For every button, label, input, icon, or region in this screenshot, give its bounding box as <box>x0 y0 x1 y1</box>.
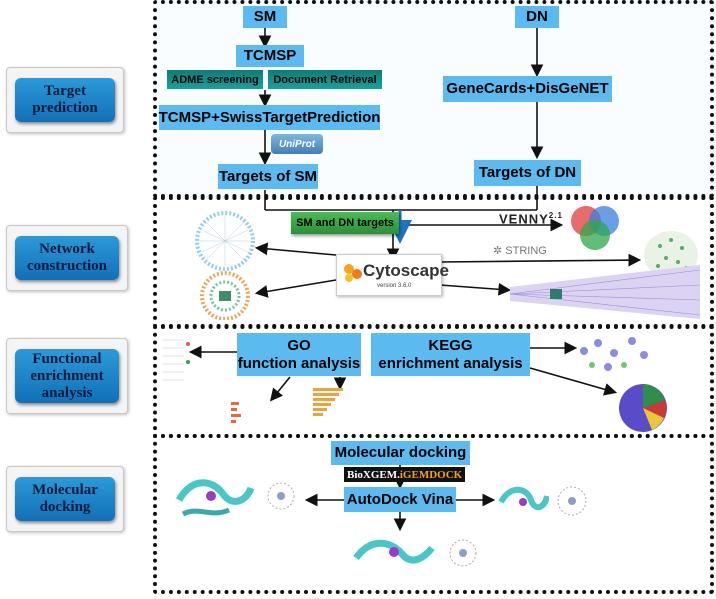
venny-version: 2.1 <box>548 211 563 220</box>
kegg-pie-chart-image <box>619 384 667 432</box>
protein-structure-image-right <box>498 486 549 511</box>
sidebar-card-docking: Molecular docking <box>6 466 124 532</box>
adme-screening-tag: ADME screening <box>167 70 263 89</box>
ligand-interaction-image-left <box>267 482 295 510</box>
kegg-network-image <box>580 337 648 371</box>
functional-enrichment-label: Functional enrichment analysis <box>15 349 119 403</box>
sidebar-card-network: Network construction <box>6 225 128 291</box>
ligand-interaction-image-right <box>557 486 587 516</box>
go-dotplot-image <box>162 339 190 381</box>
target-prediction-label: Target prediction <box>15 78 115 122</box>
go-barplot-image <box>313 388 343 416</box>
sm-box: SM <box>243 6 287 28</box>
targets-sm-box: Targets of SM <box>218 164 318 189</box>
cytoscape-icon <box>344 264 362 282</box>
molecular-docking-box: Molecular docking <box>331 441 470 465</box>
circular-network-image-top <box>195 211 255 271</box>
dn-box: DN <box>515 6 559 28</box>
string-logo: ✲ STRING <box>493 244 547 257</box>
igemdock-text: iGEMDOCK <box>399 468 463 481</box>
cytoscape-text: Cytoscape <box>363 261 449 280</box>
uniprot-logo: UniProt <box>271 134 323 154</box>
targets-dn-box: Targets of DN <box>474 160 581 186</box>
go-bar-image <box>231 402 241 423</box>
protein-structure-image-bottom <box>353 539 435 564</box>
venny-logo: VENNY2.1 <box>499 211 563 226</box>
venny-text: VENNY <box>499 211 549 227</box>
string-text: STRING <box>505 245 547 257</box>
sidebar-card-enrichment: Functional enrichment analysis <box>6 338 128 414</box>
cytoscape-logo: Cytoscape version 3.6.0 <box>336 254 449 296</box>
document-retrieval-tag: Document Retrieval <box>268 70 382 89</box>
sidebar-card-target: Target prediction <box>6 67 124 133</box>
cytoscape-version: version 3.6.0 <box>377 283 412 289</box>
molecular-docking-label: Molecular docking <box>15 477 115 521</box>
tcmsp-swiss-box: TCMSP+SwissTargetPrediction <box>159 105 380 130</box>
bioxgem-igemdock-logo: BioXGEM.iGEMDOCK <box>344 467 466 482</box>
ligand-interaction-image-bottom <box>449 539 477 567</box>
genecards-box: GeneCards+DisGeNET <box>443 76 612 102</box>
protein-structure-image-left <box>175 479 255 517</box>
venn-diagram-image <box>571 206 619 250</box>
panel-molecular-docking <box>153 434 714 594</box>
kegg-analysis-box: KEGG enrichment analysis <box>371 333 530 376</box>
sm-dn-targets-box: SM and DN targets <box>291 212 399 234</box>
compound-target-network-image <box>510 265 700 319</box>
circular-network-image-bottom <box>200 271 250 320</box>
tcmsp-box: TCMSP <box>236 45 304 67</box>
network-construction-label: Network construction <box>15 236 119 280</box>
string-icon: ✲ <box>493 245 503 257</box>
autodock-vina-box: AutoDock Vina <box>344 487 456 512</box>
go-analysis-box: GO function analysis <box>237 333 361 376</box>
bioxgem-text: BioXGEM. <box>347 468 400 481</box>
